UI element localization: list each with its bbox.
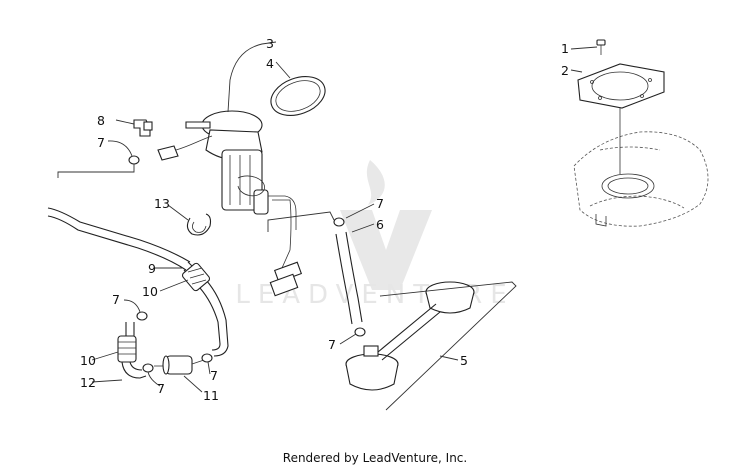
callout-4: 4	[266, 56, 274, 71]
hose-clamp-lower-b	[201, 353, 213, 363]
callout-13: 13	[154, 196, 170, 211]
callout-6: 6	[376, 217, 384, 232]
inline-fuel-filter	[154, 355, 205, 375]
callout-10-upper: 10	[142, 284, 158, 299]
callout-7-right-upper: 7	[376, 196, 384, 211]
callout-12: 12	[80, 375, 96, 390]
hose-clip	[186, 213, 212, 236]
callout-7-upper-left: 7	[97, 135, 105, 150]
hose-clamp-mid-left	[136, 311, 148, 321]
callout-1: 1	[561, 41, 569, 56]
callout-10-lower: 10	[80, 353, 96, 368]
hose-clamp-lower-a	[142, 363, 154, 373]
fuel-hose	[47, 207, 229, 357]
hose-clamp-right-lower	[354, 327, 366, 337]
callout-labels: 1 2 3 4 8 7 13 9 10 7 10 12 7 11 7 7 6 7…	[80, 36, 569, 403]
callout-7-mid-left: 7	[112, 292, 120, 307]
hose-clamp-right-upper	[333, 217, 345, 227]
callout-3: 3	[266, 36, 274, 51]
callout-7-lower-a: 7	[157, 381, 165, 396]
fuel-pump-housing	[345, 281, 475, 391]
callout-9: 9	[148, 261, 156, 276]
hose-clamp-upper-left	[128, 155, 140, 165]
callout-7-lower-b: 7	[210, 368, 218, 383]
tank-flange-gasket	[577, 63, 665, 109]
fuel-pump-assembly	[157, 110, 303, 297]
rendered-by-footer: Rendered by LeadVenture, Inc.	[282, 451, 468, 465]
callout-7-right-lower: 7	[328, 337, 336, 352]
lower-sleeve	[117, 335, 137, 363]
leader-lines	[91, 41, 598, 393]
fuel-tank-cutaway	[573, 131, 709, 227]
pump-gasket	[270, 76, 326, 116]
callout-2: 2	[561, 63, 569, 78]
elbow-fitting	[133, 119, 153, 137]
callout-5: 5	[460, 353, 468, 368]
flange-screw	[596, 39, 606, 55]
lower-hose-12	[121, 322, 147, 379]
callout-8: 8	[97, 113, 105, 128]
vent-hose	[335, 231, 363, 325]
callout-11: 11	[203, 388, 219, 403]
